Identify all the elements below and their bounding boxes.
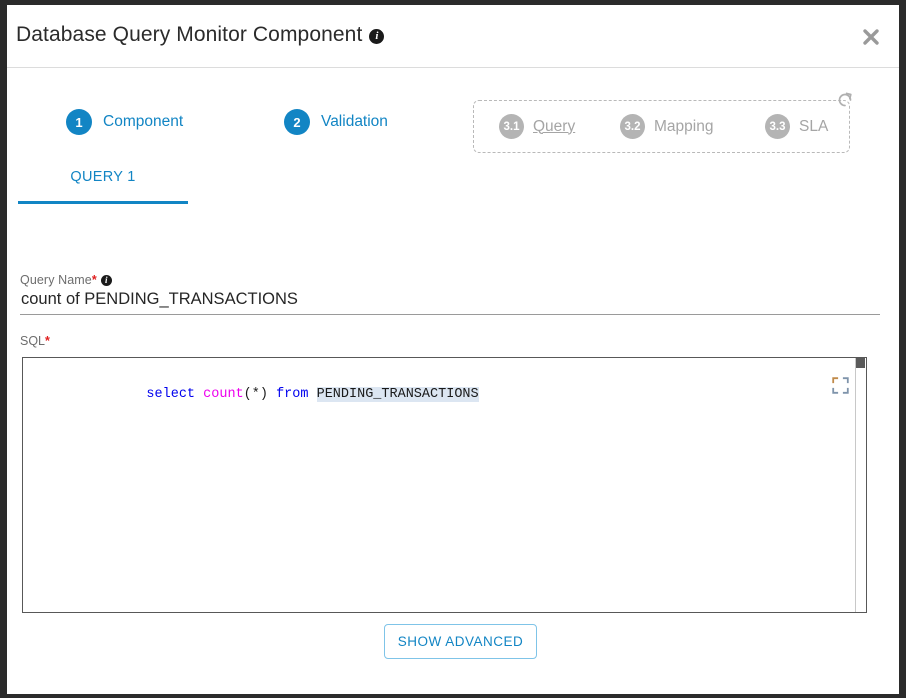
substep-number: 3.2: [620, 114, 645, 139]
editor-scrollbar[interactable]: [855, 358, 866, 612]
substep-label: Query: [533, 118, 575, 136]
sql-token-space: [195, 387, 203, 402]
substep-number: 3.1: [499, 114, 524, 139]
substep-label: Mapping: [654, 118, 713, 136]
refresh-button[interactable]: [835, 90, 855, 110]
substep-label: SLA: [799, 118, 828, 136]
step-label: Component: [103, 113, 183, 131]
step-number: 1: [66, 109, 92, 135]
substep-number: 3.3: [765, 114, 790, 139]
info-icon[interactable]: i: [101, 275, 112, 286]
sql-token-from: from: [276, 387, 308, 402]
wizard-stepper: 1 Component 2 Validation 3.1 Query 3.2 M…: [7, 95, 899, 157]
dialog-body: 1 Component 2 Validation 3.1 Query 3.2 M…: [7, 68, 899, 694]
query-name-input[interactable]: [20, 287, 880, 315]
sql-label: SQL*: [20, 334, 50, 348]
substep-query[interactable]: 3.1 Query: [499, 114, 575, 139]
dialog-title-text: Database Query Monitor Component: [16, 23, 362, 46]
close-icon: [857, 23, 885, 51]
substep-group: 3.1 Query 3.2 Mapping 3.3 SLA: [473, 100, 850, 153]
step-validation[interactable]: 2 Validation: [284, 109, 388, 135]
query-name-label: Query Name* i: [20, 273, 880, 287]
sql-editor[interactable]: select count(*) from PENDING_TRANSACTION…: [22, 357, 867, 613]
sql-token-select: select: [146, 387, 195, 402]
step-number: 2: [284, 109, 310, 135]
query-name-label-text: Query Name: [20, 273, 92, 287]
sql-code-line: select count(*) from PENDING_TRANSACTION…: [33, 366, 479, 423]
substep-mapping[interactable]: 3.2 Mapping: [620, 114, 713, 139]
fullscreen-button[interactable]: [832, 377, 849, 394]
required-marker: *: [45, 334, 50, 348]
dialog-header: Database Query Monitor Component i: [7, 5, 899, 68]
sql-token-space-2: [268, 387, 276, 402]
page-title: Database Query Monitor Component i: [16, 23, 384, 47]
step-component[interactable]: 1 Component: [66, 109, 183, 135]
query-tab-bar: QUERY 1: [18, 164, 188, 204]
substep-sla[interactable]: 3.3 SLA: [765, 114, 828, 139]
sql-token-space-3: [308, 387, 316, 402]
query-name-field-group: Query Name* i: [20, 273, 880, 315]
tab-query-1[interactable]: QUERY 1: [70, 164, 135, 185]
refresh-icon: [835, 90, 855, 110]
sql-token-table: PENDING_TRANSACTIONS: [317, 387, 479, 402]
close-button[interactable]: [857, 23, 885, 51]
modal-dialog: Database Query Monitor Component i 1 Comp…: [7, 5, 899, 694]
info-icon[interactable]: i: [369, 29, 384, 44]
required-marker: *: [92, 273, 97, 287]
fullscreen-icon: [832, 377, 849, 394]
sql-token-indent: [114, 387, 146, 402]
sql-label-text: SQL: [20, 334, 45, 348]
sql-token-count: count: [203, 387, 244, 402]
editor-scrollbar-thumb[interactable]: [856, 358, 865, 368]
sql-token-star: (*): [244, 387, 268, 402]
show-advanced-button[interactable]: SHOW ADVANCED: [384, 624, 537, 659]
step-label: Validation: [321, 113, 388, 131]
